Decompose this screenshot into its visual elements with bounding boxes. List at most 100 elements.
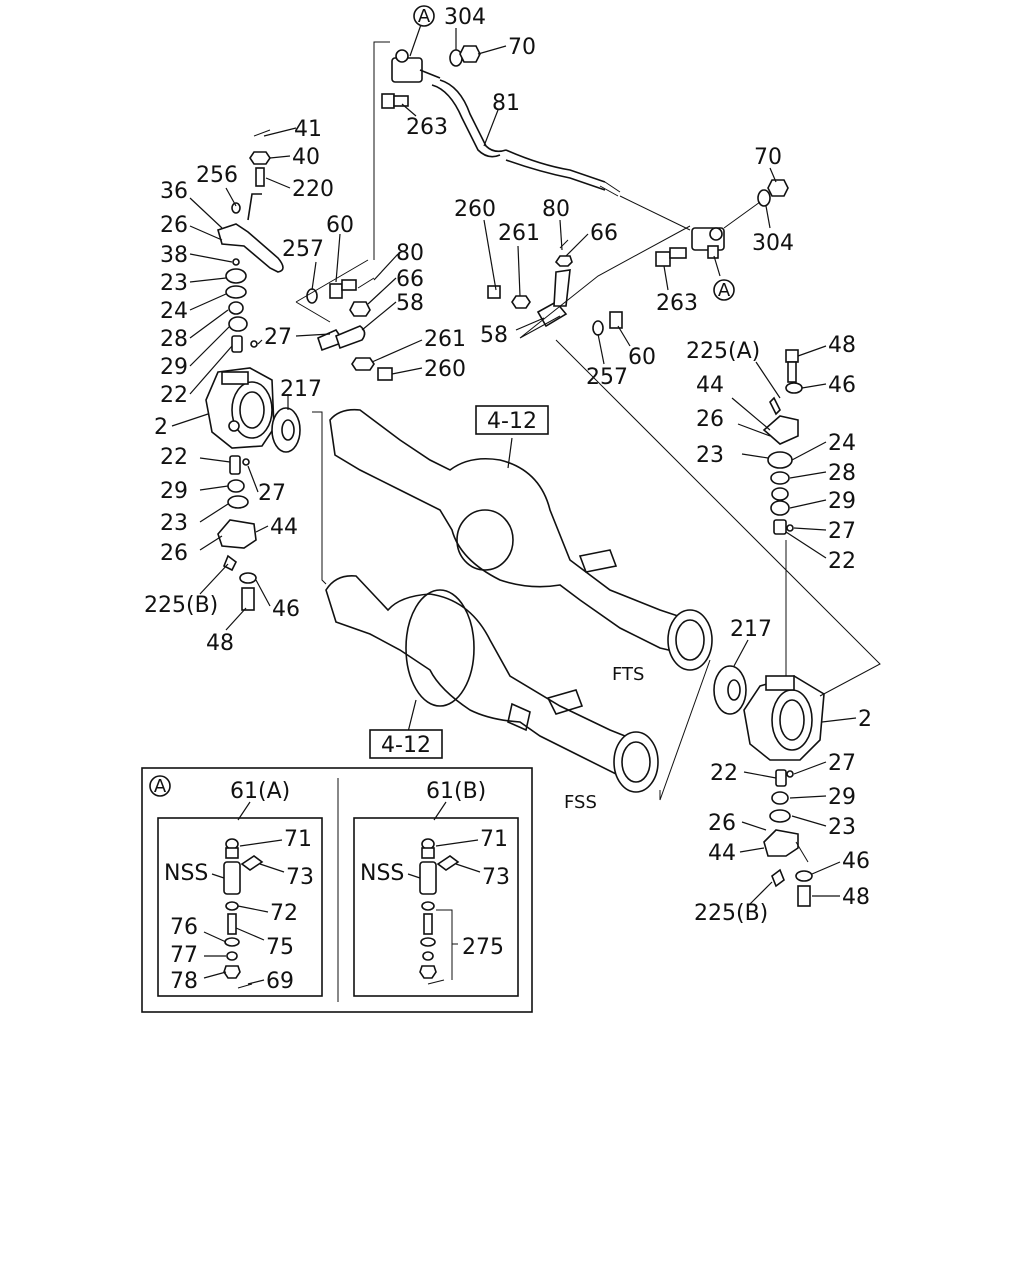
knuckle-left — [205, 367, 275, 449]
inset-part-label: 78 — [170, 969, 198, 994]
inset-part-label: 71 — [284, 827, 312, 852]
part-labels: 304 70 81 263 41 40 220 256 36 26 38 23 … — [144, 5, 872, 926]
callout-a-right: A — [713, 279, 735, 301]
part-label: 60 — [326, 213, 354, 238]
inset-part-label: 71 — [480, 827, 508, 852]
part-label: 220 — [292, 177, 334, 202]
seal-217-right — [713, 665, 747, 715]
part-label: 48 — [206, 631, 234, 656]
part-label: 28 — [160, 327, 188, 352]
part-label: 40 — [292, 145, 320, 170]
inset-part-label: 69 — [266, 969, 294, 994]
part-label: 36 — [160, 179, 188, 204]
grease-nipple-assy-a — [223, 838, 264, 989]
part-label: 2 — [154, 415, 168, 440]
part-label: 23 — [160, 271, 188, 296]
inset-title-61b: 61(B) — [426, 779, 486, 804]
part-label: 81 — [492, 91, 520, 116]
part-label: 217 — [280, 377, 322, 402]
part-label: 24 — [160, 299, 188, 324]
bolt-263-right — [655, 247, 687, 267]
part-label: 263 — [656, 291, 698, 316]
inset-part-label: 73 — [482, 865, 510, 890]
callout-letter: A — [418, 6, 431, 27]
bolt-263-top — [381, 93, 409, 109]
part-label: 225(B) — [144, 593, 218, 618]
part-label: 44 — [270, 515, 298, 540]
part-label: 26 — [160, 213, 188, 238]
grease-nipple-assy-b — [419, 838, 460, 985]
axle-housing-fts — [329, 408, 713, 671]
part-label: 29 — [828, 489, 856, 514]
part-label: 27 — [264, 325, 292, 350]
part-label: 23 — [160, 511, 188, 536]
part-label: 48 — [828, 333, 856, 358]
part-label: 22 — [160, 445, 188, 470]
part-label: 225(A) — [686, 339, 760, 364]
variant-label-fss: FSS — [564, 792, 597, 813]
part-label: 28 — [828, 461, 856, 486]
part-label: 46 — [828, 373, 856, 398]
part-label: 44 — [696, 373, 724, 398]
ref-label: 4-12 — [381, 733, 431, 758]
part-label: 58 — [396, 291, 424, 316]
part-label: 27 — [828, 519, 856, 544]
inset-part-label: NSS — [360, 861, 404, 886]
ref-label: 4-12 — [487, 409, 537, 434]
ball-joint-right — [691, 227, 725, 259]
leader-lines — [171, 15, 881, 905]
inset-part-label: 275 — [462, 935, 504, 960]
part-label: 29 — [160, 355, 188, 380]
part-label: 66 — [396, 267, 424, 292]
part-label: 27 — [258, 481, 286, 506]
part-label: 60 — [628, 345, 656, 370]
callout-letter: A — [718, 280, 731, 301]
part-label: 46 — [272, 597, 300, 622]
part-label: 41 — [294, 117, 322, 142]
part-label: 304 — [444, 5, 486, 30]
tie-rod-arm-right — [487, 239, 623, 336]
part-label: 22 — [710, 761, 738, 786]
part-label: 23 — [828, 815, 856, 840]
part-label: 26 — [708, 811, 736, 836]
left-lower-stack — [217, 455, 257, 611]
part-label: 256 — [196, 163, 238, 188]
right-lower-stack — [763, 769, 813, 907]
part-label: 257 — [586, 365, 628, 390]
part-label: 44 — [708, 841, 736, 866]
part-label: 263 — [406, 115, 448, 140]
inset-part-label: 73 — [286, 865, 314, 890]
inset-title-61a: 61(A) — [230, 779, 290, 804]
part-label: 29 — [160, 479, 188, 504]
nut-304-70-top — [449, 45, 481, 67]
part-label: 217 — [730, 617, 772, 642]
part-label: 70 — [508, 35, 536, 60]
part-label: 22 — [828, 549, 856, 574]
part-label: 27 — [828, 751, 856, 776]
part-label: 46 — [842, 849, 870, 874]
callout-letter: A — [154, 776, 167, 797]
knuckle-right — [743, 675, 825, 761]
part-label: 29 — [828, 785, 856, 810]
part-label: 225(B) — [694, 901, 768, 926]
part-label: 26 — [160, 541, 188, 566]
part-label: 66 — [590, 221, 618, 246]
link-rod-81 — [431, 79, 621, 197]
inset-part-label: 75 — [266, 935, 294, 960]
inset-part-label: 72 — [270, 901, 298, 926]
part-label: 260 — [424, 357, 466, 382]
tie-rod-arm-left — [306, 277, 393, 381]
part-label: 260 — [454, 197, 496, 222]
part-label: 23 — [696, 443, 724, 468]
part-label: 261 — [498, 221, 540, 246]
seal-217-left — [271, 407, 301, 453]
part-label: 70 — [754, 145, 782, 170]
part-label: 80 — [396, 241, 424, 266]
part-label: 261 — [424, 327, 466, 352]
variant-label-fts: FTS — [612, 664, 644, 685]
part-label: 2 — [858, 707, 872, 732]
part-label: 24 — [828, 431, 856, 456]
ball-joint-left — [391, 49, 441, 83]
inset-part-label: 76 — [170, 915, 198, 940]
